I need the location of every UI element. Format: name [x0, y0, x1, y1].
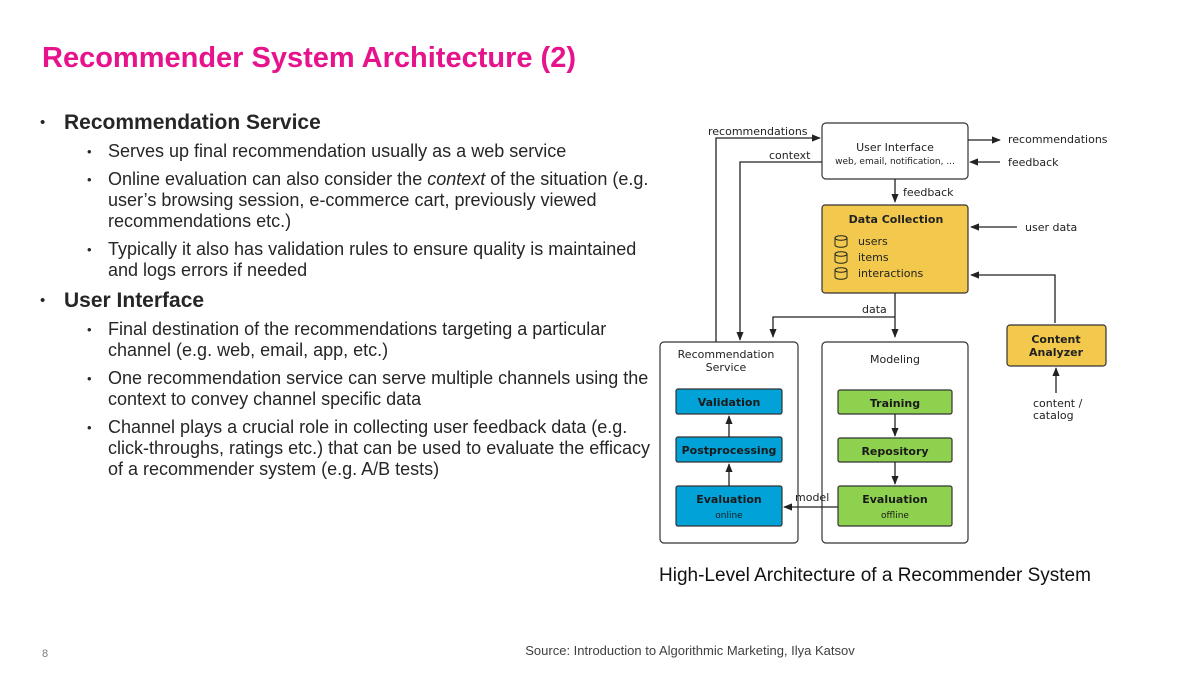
- context-arrow: [736, 161, 822, 341]
- data-label: data: [862, 303, 887, 316]
- architecture-diagram: User Interface web, email, notification,…: [659, 122, 1108, 544]
- evaluation-offline-label: Evaluation: [862, 493, 928, 506]
- context-label: context: [769, 149, 811, 162]
- content-analyzer-line1: Content: [1031, 333, 1080, 346]
- user-interface-subtitle: web, email, notification, ...: [835, 157, 955, 167]
- recommendation-service-line1: Recommendation: [678, 348, 775, 361]
- evaluation-online-label: Evaluation: [696, 493, 762, 506]
- user-data-label: user data: [1025, 221, 1077, 234]
- bullet-item: •Typically it also has validation rules …: [87, 239, 637, 280]
- store-users: users: [858, 235, 888, 248]
- store-interactions: interactions: [858, 267, 923, 280]
- validation-label: Validation: [698, 396, 761, 409]
- bullet-list: •Recommendation Service •Serves up final…: [40, 110, 650, 487]
- feedback-down-label: feedback: [903, 186, 954, 199]
- bullet-heading-recommendation-service: •Recommendation Service: [40, 111, 321, 134]
- content-analyzer-line2: Analyzer: [1029, 346, 1084, 359]
- source-citation: Source: Introduction to Algorithmic Mark…: [525, 643, 855, 658]
- database-icon: [834, 235, 848, 248]
- database-icon: [834, 251, 848, 264]
- modeling-title: Modeling: [870, 353, 920, 366]
- content-analyzer-box: Content Analyzer: [1006, 324, 1107, 367]
- content-catalog-label-2: catalog: [1033, 409, 1074, 422]
- store-items: items: [858, 251, 889, 264]
- data-to-service-arrow: [769, 316, 895, 338]
- bullet-item: •Channel plays a crucial role in collect…: [87, 417, 650, 479]
- content-analyzer-to-data-arrow: [970, 271, 1056, 323]
- bullet-heading-user-interface: •User Interface: [40, 289, 205, 312]
- recommendation-service-box: Recommendation Service Validation Postpr…: [659, 341, 799, 544]
- bullet-dot: •: [40, 114, 46, 131]
- repository-label: Repository: [861, 445, 928, 458]
- model-label: model: [795, 491, 829, 504]
- modeling-box: Modeling Training Repository Evaluation …: [821, 341, 969, 544]
- content-catalog-label-1: content /: [1033, 397, 1083, 410]
- bullet-item: •Serves up final recommendation usually …: [87, 141, 567, 161]
- data-collection-title: Data Collection: [849, 213, 944, 226]
- recommendation-service-line2: Service: [706, 361, 747, 374]
- user-interface-box: User Interface web, email, notification,…: [821, 122, 969, 180]
- feedback-in-label: feedback: [1008, 156, 1059, 169]
- postprocessing-label: Postprocessing: [682, 444, 777, 457]
- recommendations-top-label: recommendations: [708, 125, 808, 138]
- evaluation-offline-sub: offline: [881, 511, 909, 521]
- evaluation-offline-box: [837, 485, 953, 527]
- recommendations-arrow: [715, 134, 821, 343]
- user-interface-title: User Interface: [856, 141, 934, 154]
- figure-caption: High-Level Architecture of a Recommender…: [659, 565, 1091, 586]
- bullet-dot: •: [40, 292, 46, 309]
- bullet-item: •Final destination of the recommendation…: [87, 319, 607, 360]
- database-icon: [834, 267, 848, 280]
- slide-title: Recommender System Architecture (2): [42, 42, 576, 74]
- validation-box: [675, 388, 783, 415]
- page-number: 8: [42, 648, 49, 660]
- recommendations-out-label: recommendations: [1008, 133, 1108, 146]
- data-collection-box: Data Collection users items interactions: [821, 204, 969, 294]
- bullet-item: •One recommendation service can serve mu…: [87, 368, 649, 409]
- bullet-item: •Online evaluation can also consider the…: [87, 169, 649, 231]
- evaluation-online-sub: online: [715, 511, 743, 521]
- training-label: Training: [870, 397, 920, 410]
